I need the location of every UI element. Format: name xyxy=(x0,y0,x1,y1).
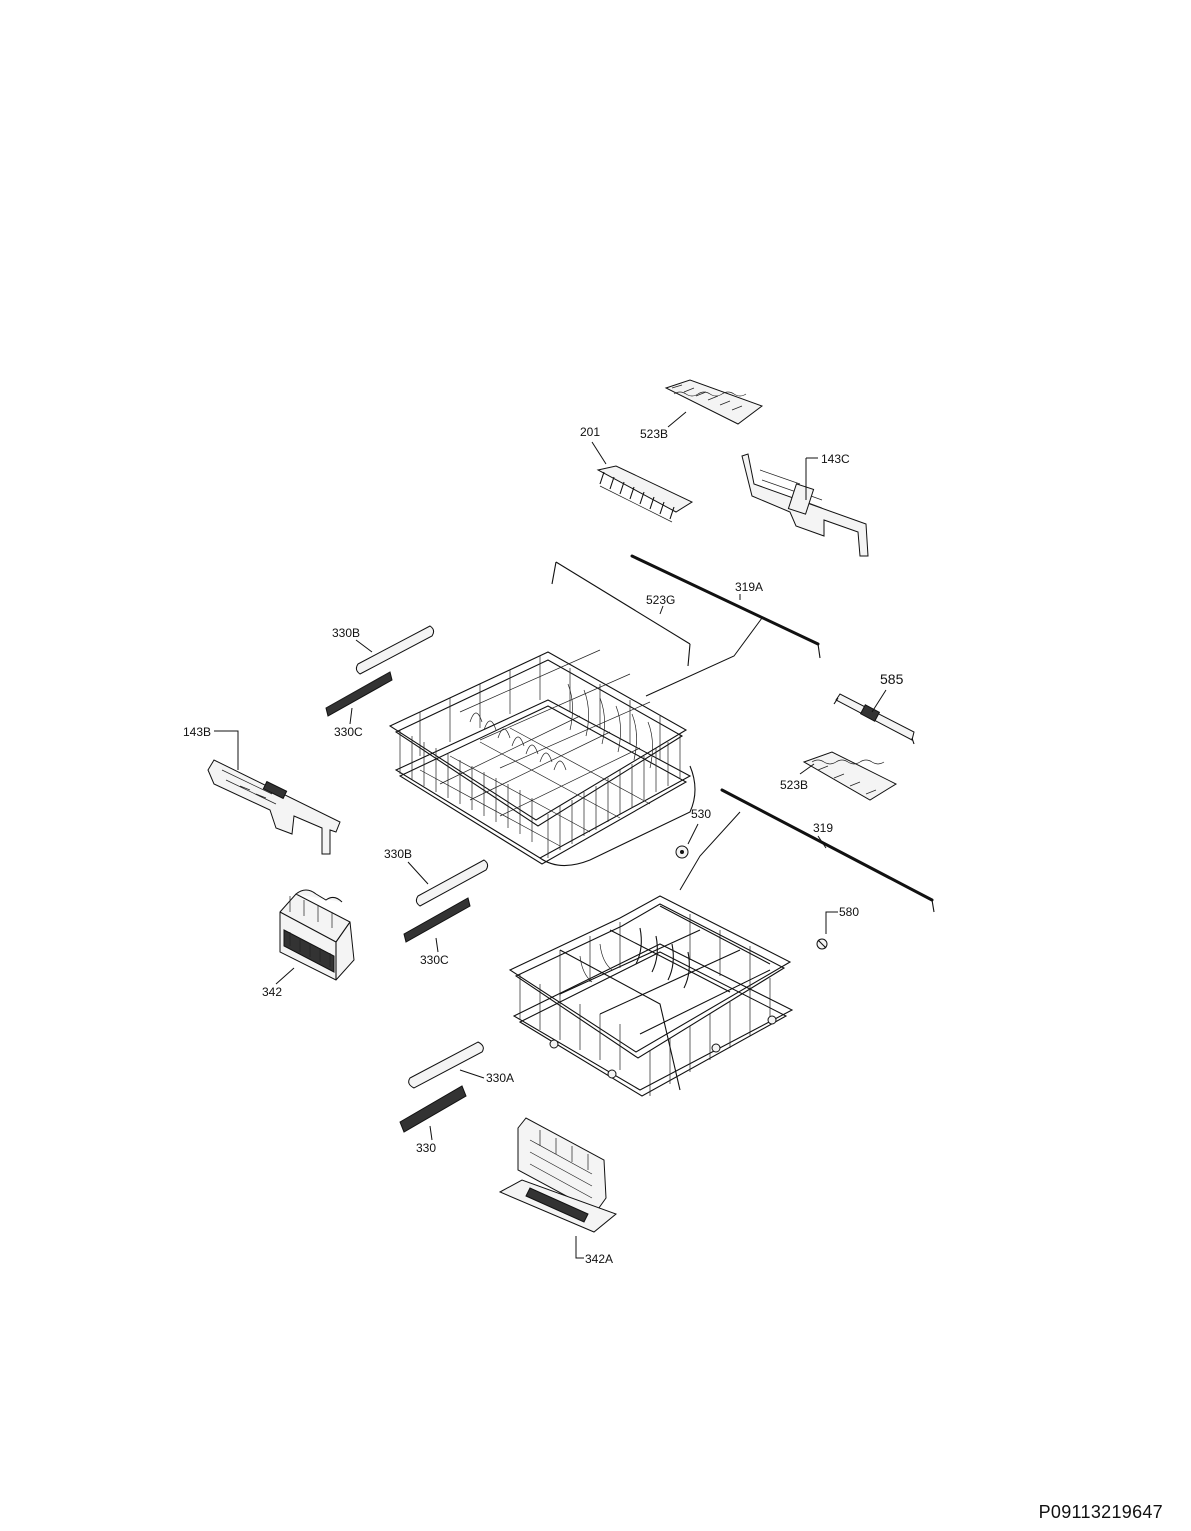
label-143c: 143C xyxy=(821,452,850,466)
part-330 xyxy=(399,1085,467,1133)
label-580: 580 xyxy=(839,905,859,919)
part-530 xyxy=(675,845,689,859)
part-523b-top xyxy=(664,379,764,425)
label-342: 342 xyxy=(262,985,282,999)
part-143c xyxy=(741,453,869,557)
label-319: 319 xyxy=(813,821,833,835)
label-330c-lower: 330C xyxy=(420,953,449,967)
label-330b-upper: 330B xyxy=(332,626,360,640)
part-342a xyxy=(498,1117,617,1233)
label-330a: 330A xyxy=(486,1071,514,1085)
label-342a: 342A xyxy=(585,1252,613,1266)
document-code: P09113219647 xyxy=(1038,1502,1163,1522)
label-330c-upper: 330C xyxy=(334,725,363,739)
part-523b-right xyxy=(802,751,898,801)
label-523b-right: 523B xyxy=(780,778,808,792)
part-330b-upper xyxy=(355,625,435,675)
part-330a xyxy=(408,1041,484,1089)
label-523b-top: 523B xyxy=(640,427,668,441)
part-143b xyxy=(207,759,341,855)
part-342 xyxy=(279,889,355,981)
upper-basket xyxy=(388,649,696,867)
part-319 xyxy=(720,788,935,913)
part-319a xyxy=(630,554,821,659)
lower-basket xyxy=(508,895,794,1097)
label-530: 530 xyxy=(691,807,711,821)
part-523g xyxy=(551,561,691,667)
part-330b-lower xyxy=(415,859,489,907)
part-330c-lower xyxy=(403,897,471,943)
label-523g: 523G xyxy=(646,593,675,607)
label-319a: 319A xyxy=(735,580,763,594)
part-201 xyxy=(596,465,694,523)
label-330: 330 xyxy=(416,1141,436,1155)
label-201: 201 xyxy=(580,425,600,439)
label-585: 585 xyxy=(880,671,904,687)
part-580 xyxy=(816,938,828,950)
part-330c-upper xyxy=(325,671,393,717)
label-143b: 143B xyxy=(183,725,211,739)
part-585 xyxy=(833,693,915,745)
label-330b-lower: 330B xyxy=(384,847,412,861)
